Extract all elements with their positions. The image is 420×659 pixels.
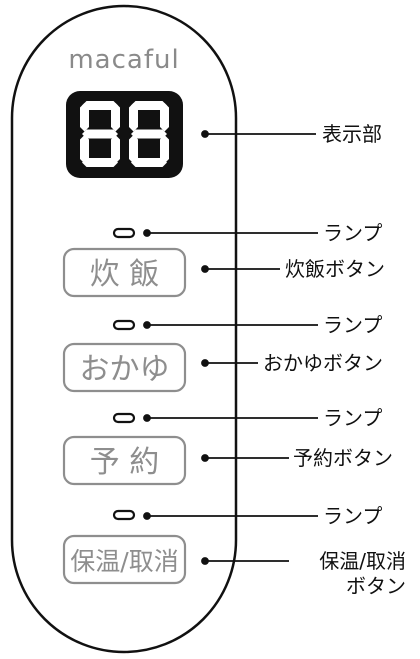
porridge-button-frame[interactable] (62, 342, 187, 393)
display-digit-1-segment-a (82, 101, 118, 110)
display-digit-2-segment-b (160, 103, 169, 132)
callout-porridge-button: おかゆボタン (263, 351, 383, 375)
display-digit-2-segment-g (131, 129, 167, 139)
callout-lamp-1: ランプ (323, 221, 383, 245)
lamp-1 (112, 227, 136, 239)
rice-button[interactable]: 炊 飯 (62, 247, 187, 298)
brand-logo: macaful (68, 45, 179, 75)
rice-button-label: 炊 飯 (90, 257, 160, 292)
lamp-2 (112, 319, 136, 331)
display-digit-1-segment-d (82, 158, 118, 167)
keep-warm-cancel-button[interactable]: 保温/取消 (62, 534, 187, 585)
leader-lines (143, 130, 318, 565)
display-digit-2-segment-d (131, 158, 167, 167)
lamp-3 (112, 412, 136, 424)
callout-rice-button: 炊飯ボタン (285, 257, 385, 281)
callout-display: 表示部 (322, 122, 382, 146)
keep-warm-cancel-button-frame[interactable] (62, 534, 187, 585)
callout-lamp-3: ランプ (323, 406, 383, 430)
porridge-button-label: おかゆ (80, 352, 170, 387)
display-digit-2-segment-c (160, 135, 169, 164)
display-panel (66, 91, 183, 178)
display-digit-1-segment-e (80, 135, 89, 164)
display-digit-2-segment-f (129, 103, 138, 132)
lamp-4 (112, 509, 136, 521)
keep-warm-cancel-button-label: 保温/取消 (70, 547, 178, 576)
rice-button-frame[interactable] (62, 247, 187, 298)
display-digit-1-segment-b (111, 103, 120, 132)
porridge-button[interactable]: おかゆ (62, 342, 187, 393)
timer-button[interactable]: 予 約 (62, 435, 187, 486)
display-digit-1-segment-f (80, 103, 89, 132)
timer-button-frame[interactable] (62, 435, 187, 486)
seven-segment-digits (80, 101, 169, 167)
callout-keep-warm-line-1: 保温/取消 (319, 549, 406, 573)
callout-lamp-4: ランプ (323, 504, 383, 528)
display-digit-2-segment-e (129, 135, 138, 164)
callout-lamp-2: ランプ (323, 313, 383, 337)
timer-button-label: 予 約 (90, 445, 160, 480)
display-digit-1-segment-g (82, 129, 118, 139)
display (66, 91, 183, 178)
display-digit-1-segment-c (111, 135, 120, 164)
display-digit-2-segment-a (131, 101, 167, 110)
callout-timer-button: 予約ボタン (293, 446, 393, 470)
callout-keep-warm-line-2: ボタン (346, 574, 406, 598)
